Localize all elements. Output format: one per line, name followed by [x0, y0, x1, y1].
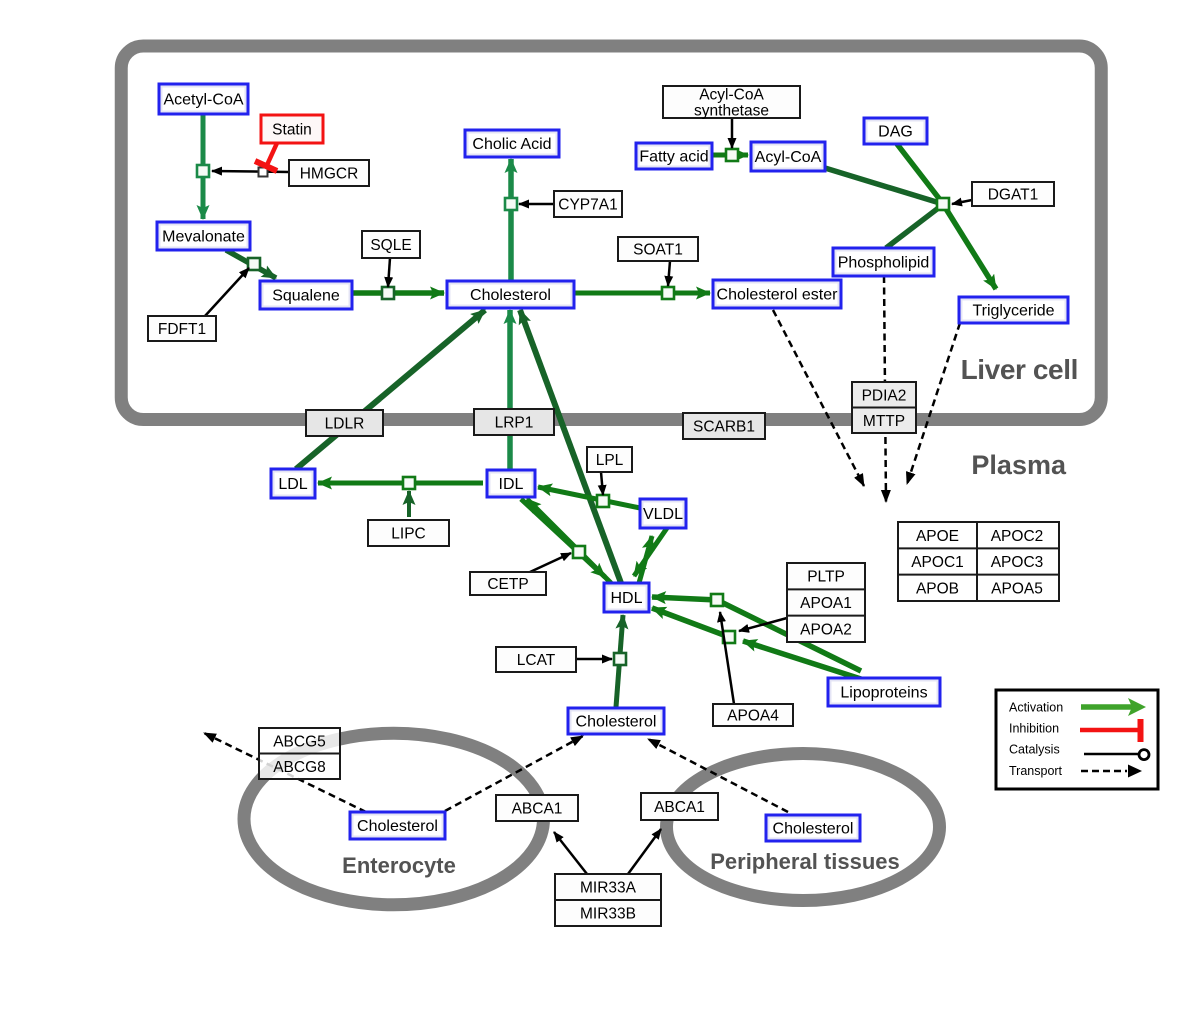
svg-text:LRP1: LRP1	[495, 415, 534, 432]
svg-text:Fatty acid: Fatty acid	[639, 149, 708, 166]
svg-text:APOA5: APOA5	[991, 580, 1043, 597]
svg-text:IDL: IDL	[499, 476, 524, 493]
svg-text:SOAT1: SOAT1	[633, 242, 683, 259]
svg-text:MIR33A: MIR33A	[580, 880, 637, 897]
svg-text:Transport: Transport	[1009, 764, 1063, 778]
svg-text:ABCA1: ABCA1	[654, 799, 705, 816]
svg-text:Cholesterol: Cholesterol	[357, 818, 438, 835]
svg-text:Cholic Acid: Cholic Acid	[472, 136, 551, 153]
svg-text:APOC2: APOC2	[991, 528, 1044, 545]
svg-text:LDLR: LDLR	[325, 416, 365, 433]
svg-text:LIPC: LIPC	[391, 526, 425, 543]
svg-text:LCAT: LCAT	[517, 652, 556, 669]
svg-text:ABCG8: ABCG8	[273, 759, 326, 776]
svg-text:APOB: APOB	[916, 580, 959, 597]
svg-text:Acyl-CoA: Acyl-CoA	[699, 87, 764, 104]
svg-text:Activation: Activation	[1009, 701, 1063, 715]
svg-text:ABCG5: ABCG5	[273, 733, 326, 750]
svg-text:APOC1: APOC1	[911, 554, 964, 571]
svg-text:CETP: CETP	[487, 576, 528, 593]
svg-text:Acetyl-CoA: Acetyl-CoA	[163, 92, 243, 109]
svg-text:APOE: APOE	[916, 528, 959, 545]
svg-text:ABCA1: ABCA1	[512, 801, 563, 818]
svg-text:Catalysis: Catalysis	[1009, 743, 1060, 757]
svg-text:Lipoproteins: Lipoproteins	[840, 685, 927, 702]
svg-text:FDFT1: FDFT1	[158, 321, 206, 338]
svg-text:DGAT1: DGAT1	[988, 187, 1039, 204]
svg-text:PDIA2: PDIA2	[862, 387, 907, 404]
svg-text:Cholesterol: Cholesterol	[773, 821, 854, 838]
svg-text:Inhibition: Inhibition	[1009, 722, 1059, 736]
svg-text:HMGCR: HMGCR	[300, 166, 359, 183]
svg-text:Cholesterol: Cholesterol	[576, 714, 657, 731]
svg-text:DAG: DAG	[878, 124, 913, 141]
svg-text:PLTP: PLTP	[807, 569, 845, 586]
svg-text:Cholesterol: Cholesterol	[470, 287, 551, 304]
svg-text:VLDL: VLDL	[643, 506, 683, 523]
svg-text:APOA4: APOA4	[727, 708, 779, 725]
svg-text:Peripheral tissues: Peripheral tissues	[710, 849, 900, 874]
svg-text:Phospholipid: Phospholipid	[838, 255, 930, 272]
svg-text:Liver cell: Liver cell	[961, 354, 1078, 385]
svg-text:CYP7A1: CYP7A1	[558, 197, 617, 214]
svg-text:LPL: LPL	[596, 452, 624, 469]
svg-text:MTTP: MTTP	[863, 413, 905, 430]
svg-text:SCARB1: SCARB1	[693, 419, 755, 436]
svg-text:Statin: Statin	[272, 122, 312, 139]
svg-text:Enterocyte: Enterocyte	[342, 853, 456, 878]
svg-text:HDL: HDL	[610, 590, 642, 607]
svg-text:APOA2: APOA2	[800, 621, 852, 638]
svg-text:Cholesterol ester: Cholesterol ester	[717, 287, 839, 304]
svg-text:APOA1: APOA1	[800, 595, 852, 612]
svg-text:Mevalonate: Mevalonate	[162, 229, 245, 246]
svg-text:MIR33B: MIR33B	[580, 906, 636, 923]
svg-text:Acyl-CoA: Acyl-CoA	[755, 149, 822, 166]
svg-text:SQLE: SQLE	[370, 237, 411, 254]
svg-text:Squalene: Squalene	[272, 288, 340, 305]
svg-text:APOC3: APOC3	[991, 554, 1044, 571]
svg-text:Plasma: Plasma	[971, 450, 1067, 480]
svg-text:synthetase: synthetase	[694, 103, 769, 120]
svg-text:LDL: LDL	[278, 476, 307, 493]
svg-text:Triglyceride: Triglyceride	[972, 303, 1054, 320]
